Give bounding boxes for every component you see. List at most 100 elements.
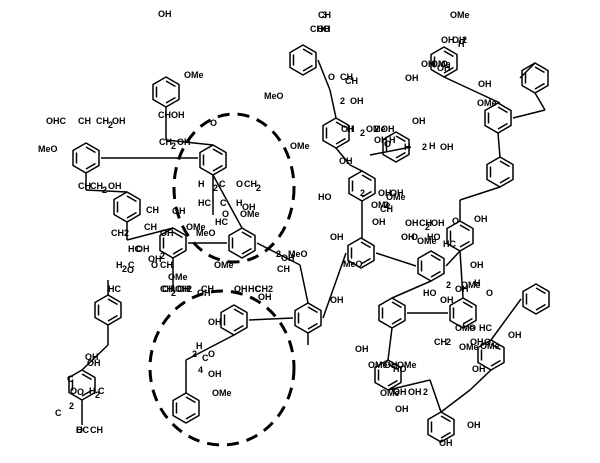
chemical-label: 2 — [124, 228, 129, 238]
chemical-label: 2 — [360, 188, 365, 198]
bond-line — [387, 379, 431, 391]
chemical-label: 2 — [95, 390, 100, 400]
aromatic-ring — [347, 237, 375, 269]
ring-double-bond — [335, 137, 346, 145]
chemical-label: 2 — [102, 185, 107, 195]
chemical-label: OH — [470, 260, 484, 270]
chemical-label: 2 — [360, 128, 365, 138]
chemical-label: 2 — [69, 401, 74, 411]
ring-double-bond — [535, 303, 546, 311]
bond-line — [387, 327, 393, 361]
ring-double-bond — [241, 231, 252, 239]
chemical-label: OH — [393, 387, 407, 397]
ring-double-bond — [185, 412, 196, 420]
chemical-label: O — [76, 425, 83, 435]
chemical-label: 2 — [384, 200, 389, 210]
chemical-label: OH — [440, 142, 454, 152]
ring-double-bond — [307, 322, 318, 330]
chemical-label: CHOH — [158, 110, 185, 120]
chemical-label: OH — [208, 317, 222, 327]
chemical-label: OH — [355, 344, 369, 354]
bond-line — [85, 189, 128, 193]
chemical-label: H — [404, 142, 411, 152]
chemical-label: H — [389, 135, 396, 145]
chemical-label: OH — [158, 9, 172, 19]
ring-double-bond — [443, 50, 454, 58]
chemical-label: O — [469, 323, 476, 333]
chemical-label: OMe — [477, 98, 497, 108]
bond-line — [440, 389, 471, 413]
ring-double-bond — [212, 164, 223, 172]
chemical-label: CH — [90, 181, 103, 191]
chemical-label: O — [222, 209, 229, 219]
chemical-label: OH — [175, 284, 189, 294]
chemical-label: OH — [408, 387, 422, 397]
chemical-label: O — [441, 59, 448, 69]
chemical-label: H — [347, 124, 354, 134]
chemical-label: H — [236, 198, 243, 208]
ring-double-bond — [391, 317, 402, 325]
ring-double-bond — [534, 82, 545, 90]
chemical-label: 2 — [108, 120, 113, 130]
ring-double-bond — [430, 254, 441, 262]
chemical-label: OH — [470, 337, 484, 347]
chemical-label: 2 — [122, 264, 127, 274]
chemical-label: H — [198, 179, 205, 189]
chemical-label: OH — [421, 59, 435, 69]
chemical-label: 2 — [462, 35, 467, 45]
ring-double-bond — [440, 415, 451, 423]
chemical-label: CH — [380, 204, 393, 214]
chemical-label: OH — [372, 217, 386, 227]
ring-double-bond — [490, 343, 501, 351]
ring-double-bond — [462, 317, 473, 325]
chemical-label: OH — [374, 135, 388, 145]
bond-line — [256, 242, 301, 266]
ring-double-bond — [85, 162, 96, 170]
ring-double-bond — [387, 379, 398, 387]
bond-line — [212, 174, 243, 229]
aromatic-ring — [449, 297, 477, 329]
bond-line — [459, 186, 501, 201]
aromatic-ring — [522, 283, 550, 315]
bond-line — [126, 227, 174, 241]
chemical-label: OH — [148, 254, 162, 264]
bond-line — [497, 132, 501, 158]
chemical-label: O — [127, 265, 134, 275]
chemical-label: 4 — [198, 365, 203, 375]
chemical-label: 2 — [171, 141, 176, 151]
chemical-label: 2 — [213, 183, 218, 193]
chemical-label: OH — [452, 35, 466, 45]
ring-double-bond — [165, 96, 176, 104]
chemical-label: O — [411, 232, 418, 242]
chemical-label: OH — [87, 358, 101, 368]
chemical-label: OH — [258, 292, 272, 302]
chemical-label: OMe — [368, 360, 388, 370]
bond-line — [534, 92, 546, 111]
chemical-label: C — [128, 260, 135, 270]
chemical-label: OH — [437, 63, 451, 73]
bond-line — [335, 147, 351, 166]
ring-double-bond — [302, 48, 313, 56]
chemical-label: C — [67, 374, 74, 384]
chemical-label: CH — [201, 284, 214, 294]
chemical-label: HC — [215, 217, 228, 227]
bond-line — [165, 139, 214, 146]
ring-double-bond — [165, 80, 176, 88]
chemical-label: OMe — [386, 192, 406, 202]
ring-double-bond — [361, 174, 372, 182]
ring-double-bond — [233, 324, 244, 332]
chemical-label: OH — [177, 137, 191, 147]
chemical-label: H — [89, 386, 96, 396]
chemical-label: HO — [427, 232, 441, 242]
aromatic-ring — [382, 131, 410, 163]
bond-line — [375, 252, 417, 267]
chemical-label: OH — [508, 330, 522, 340]
chemical-label: OH — [85, 352, 99, 362]
chemical-label: HC — [108, 284, 121, 294]
ring-double-bond — [430, 270, 441, 278]
ring-double-bond — [126, 211, 137, 219]
chemical-label: OH — [317, 24, 331, 34]
chemical-label: OH — [395, 404, 409, 414]
chemical-label: CH — [162, 284, 175, 294]
ring-double-bond — [81, 389, 92, 397]
